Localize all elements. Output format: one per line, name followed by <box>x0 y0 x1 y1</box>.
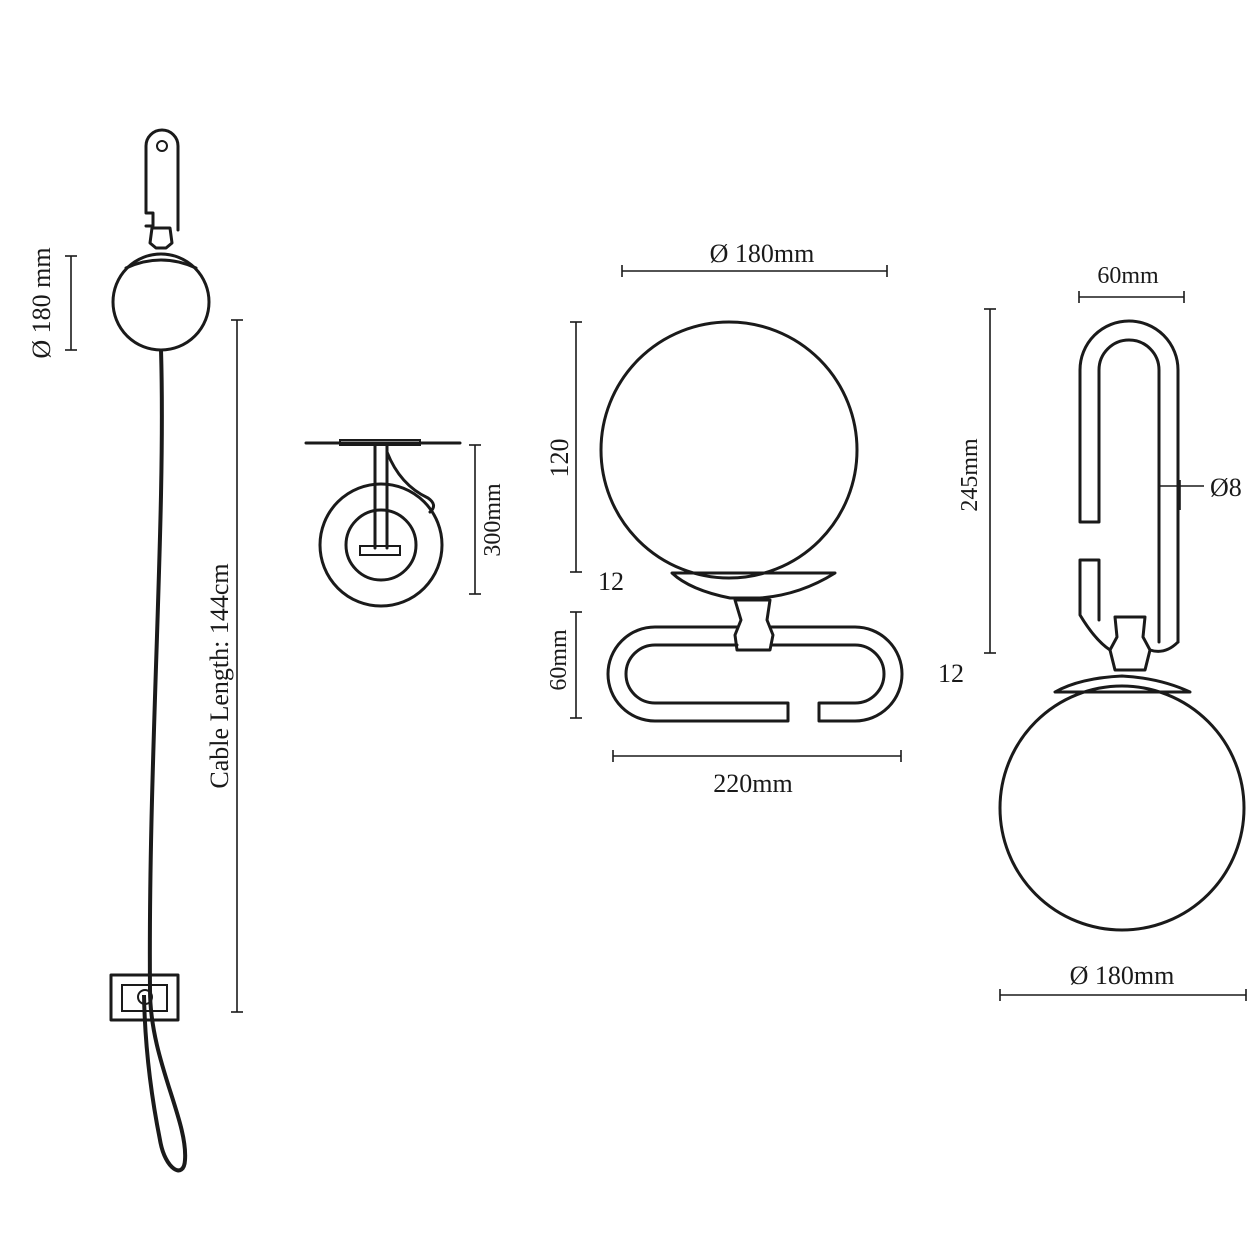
hook-connector <box>148 226 174 250</box>
front-diameter-label: Ø 180mm <box>710 239 815 268</box>
side-top-width-label: 60mm <box>1097 263 1159 289</box>
hook-hole <box>156 140 168 152</box>
front-base-height-label: 60mm <box>546 629 572 691</box>
left-diameter-label: Ø 180 mm <box>27 247 56 358</box>
wall-socket-inner <box>121 984 168 1012</box>
front-gap-lower-label: 12 <box>938 659 964 688</box>
front-globe-height-label: 120 <box>545 439 574 478</box>
ceiling-mount-view: 300mm <box>304 439 506 608</box>
wall-socket <box>109 973 180 1022</box>
socket-plug <box>137 989 153 1005</box>
front-globe-cap <box>670 571 837 600</box>
front-gap-upper-label: 12 <box>598 567 624 596</box>
front-neck <box>733 598 775 652</box>
hook-loop <box>144 128 180 232</box>
front-base-right <box>769 625 904 723</box>
mount-globe-inner <box>344 508 418 582</box>
side-handle-upper <box>1078 319 1180 644</box>
mount-arm <box>385 450 435 514</box>
side-rod-diameter-label: Ø8 <box>1210 473 1242 502</box>
mount-crossbar <box>359 545 401 556</box>
side-diameter-label: Ø 180mm <box>1070 961 1175 990</box>
mount-globe-outer <box>318 482 444 608</box>
cable-length-label: Cable Length: 144cm <box>205 563 234 788</box>
hanging-lamp-view: Ø 180 mm Cable Length: 144cm <box>27 128 243 1173</box>
hanging-lamp-side-view: 60mm 245mm Ø8 Ø 180mm <box>957 263 1247 1001</box>
left-globe-cap <box>124 258 198 270</box>
front-base-left <box>606 625 790 723</box>
front-globe <box>599 320 859 580</box>
table-lamp-front-view: Ø 180mm 120 12 60mm 12 220mm <box>545 239 964 798</box>
side-neck <box>1108 615 1152 672</box>
ceiling-plate <box>339 439 421 446</box>
side-globe <box>998 684 1246 932</box>
side-handle-lower-left <box>1078 558 1112 652</box>
side-handle-lower-right <box>1148 640 1180 653</box>
mount-height-label: 300mm <box>480 483 506 557</box>
side-height-label: 245mm <box>957 438 983 512</box>
front-width-label: 220mm <box>713 769 792 798</box>
power-cable <box>142 349 188 1173</box>
side-globe-cap <box>1053 674 1192 694</box>
